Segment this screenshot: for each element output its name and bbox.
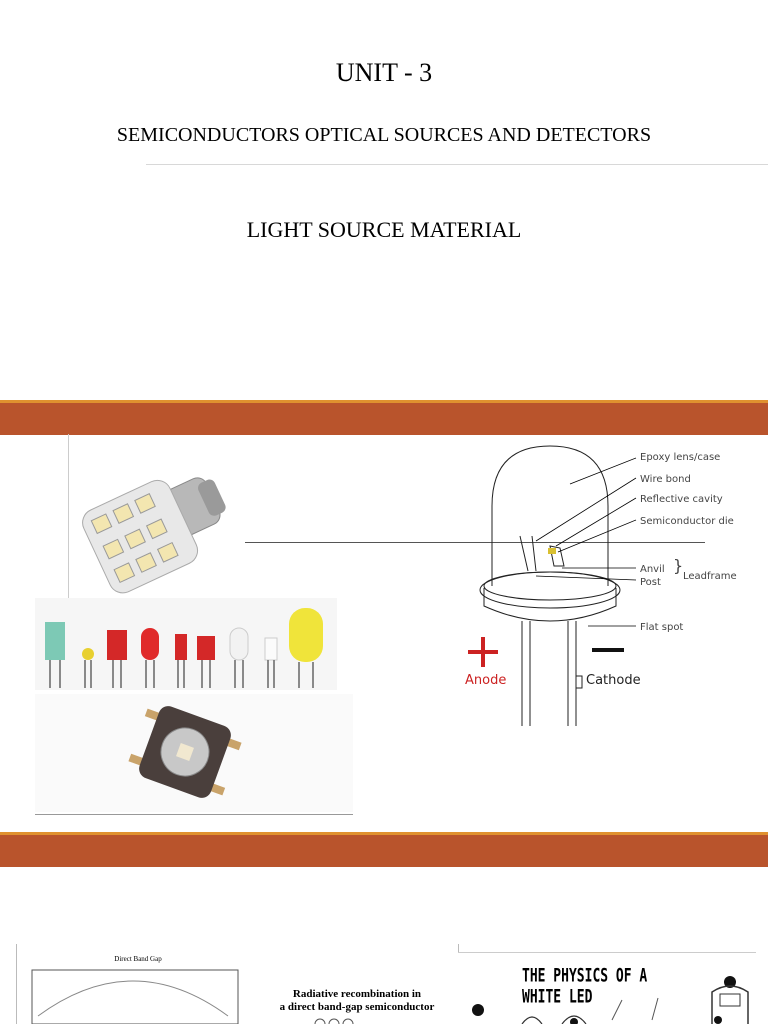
unit-title: UNIT - 3: [335, 58, 433, 87]
led-bulb-image: [70, 440, 245, 605]
label-wire-bond: Wire bond: [640, 474, 691, 485]
subtitle: SEMICONDUCTORS OPTICAL SOURCES AND DETEC…: [116, 124, 652, 146]
led-variety-image: [35, 598, 337, 690]
divider: [458, 952, 756, 953]
band-gap-graph: [31, 969, 239, 1024]
label-epoxy: Epoxy lens/case: [640, 452, 720, 463]
label-cathode: Cathode: [586, 673, 641, 688]
led-anatomy-diagram: Epoxy lens/case Wire bond Reflective cav…: [465, 445, 737, 726]
brace-icon: }: [673, 556, 683, 575]
white-led-title: THE PHYSICS OF A WHITE LED: [522, 966, 648, 1008]
label-post: Post: [640, 577, 661, 588]
slide-band-bottom: [0, 832, 768, 867]
minus-icon: [592, 648, 624, 652]
label-reflective-cavity: Reflective cavity: [640, 494, 723, 505]
divider: [146, 164, 768, 165]
direct-band-gap-title: Direct Band Gap: [114, 955, 162, 963]
plus-icon: [468, 637, 498, 667]
divider: [35, 814, 353, 815]
label-leadframe: Leadframe: [683, 571, 737, 582]
radiative-line-1: Radiative recombination in: [292, 988, 422, 1000]
radiative-line-2: a direct band-gap semiconductor: [279, 1001, 435, 1013]
slide-band-top: [0, 400, 768, 435]
label-anode: Anode: [465, 673, 506, 688]
electron-circles-icon: [314, 1018, 354, 1024]
label-semiconductor-die: Semiconductor die: [640, 516, 734, 527]
connector-line: [243, 542, 705, 543]
divider: [16, 944, 17, 1024]
label-flat-spot: Flat spot: [640, 622, 683, 633]
label-anvil: Anvil: [640, 564, 665, 575]
power-led-image: [35, 694, 353, 812]
divider: [68, 434, 69, 604]
divider: [458, 944, 459, 952]
topic-title: LIGHT SOURCE MATERIAL: [246, 217, 522, 242]
white-led-sketch: [472, 976, 749, 1024]
radiative-caption: Radiative recombination in a direct band…: [262, 988, 452, 1014]
